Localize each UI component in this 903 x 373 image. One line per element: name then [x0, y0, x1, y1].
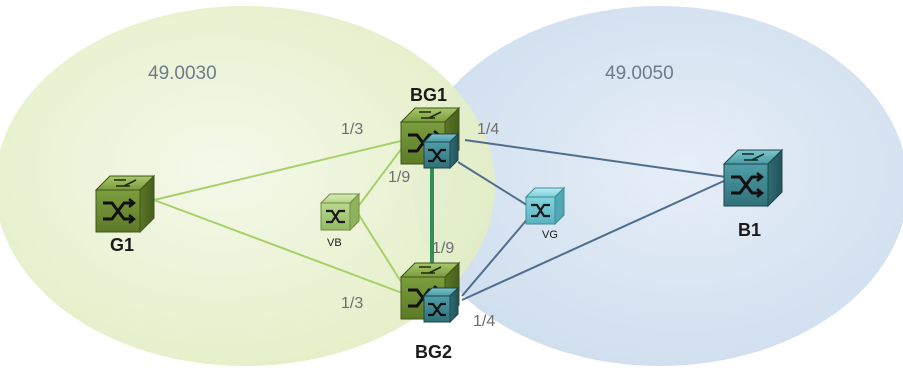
node-vb[interactable] [319, 192, 361, 232]
switch-icon-secondary [422, 132, 460, 170]
link-bg1-vg[interactable] [457, 161, 531, 208]
node-bg1[interactable] [399, 106, 461, 170]
port-label-bg2-b1: 1/4 [473, 313, 495, 330]
link-bg2-vg[interactable] [461, 215, 531, 297]
node-vg[interactable] [524, 186, 566, 226]
node-label-b1: B1 [738, 220, 761, 240]
node-label-g1: G1 [110, 235, 134, 255]
area-49-0050 [412, 6, 903, 366]
port-label-bg1-b1: 1/4 [477, 121, 499, 138]
node-b1[interactable] [722, 148, 784, 208]
port-label-bg2-g1: 1/3 [341, 295, 363, 312]
switch-icon [94, 174, 156, 234]
link-g1-bg1[interactable] [153, 139, 406, 201]
area-49-0030 [0, 6, 495, 366]
node-label-bg1: BG1 [410, 85, 447, 105]
link-g1-bg2[interactable] [153, 199, 406, 295]
node-label-bg2: BG2 [415, 342, 452, 362]
node-bg2[interactable] [399, 261, 461, 324]
link-vb-bg2[interactable] [356, 211, 406, 289]
area-label-right: 49.0050 [605, 63, 674, 84]
link-bg1-b1[interactable] [464, 139, 727, 178]
switch-icon [722, 148, 784, 208]
port-label-bg1-g1: 1/3 [341, 121, 363, 138]
node-g1[interactable] [94, 174, 156, 234]
link-bg2-b1[interactable] [461, 179, 727, 301]
switch-icon [319, 192, 361, 232]
switch-icon [524, 186, 566, 226]
links [153, 139, 727, 301]
port-label-bg1-vb: 1/9 [388, 169, 410, 186]
area-label-left: 49.0030 [148, 63, 217, 84]
node-label-vg: VG [542, 229, 558, 241]
switch-icon-secondary [422, 286, 460, 324]
port-label-bg2-bg1: 1/9 [432, 240, 454, 257]
node-label-vb: VB [327, 237, 342, 249]
link-vb-bg1[interactable] [356, 147, 403, 209]
